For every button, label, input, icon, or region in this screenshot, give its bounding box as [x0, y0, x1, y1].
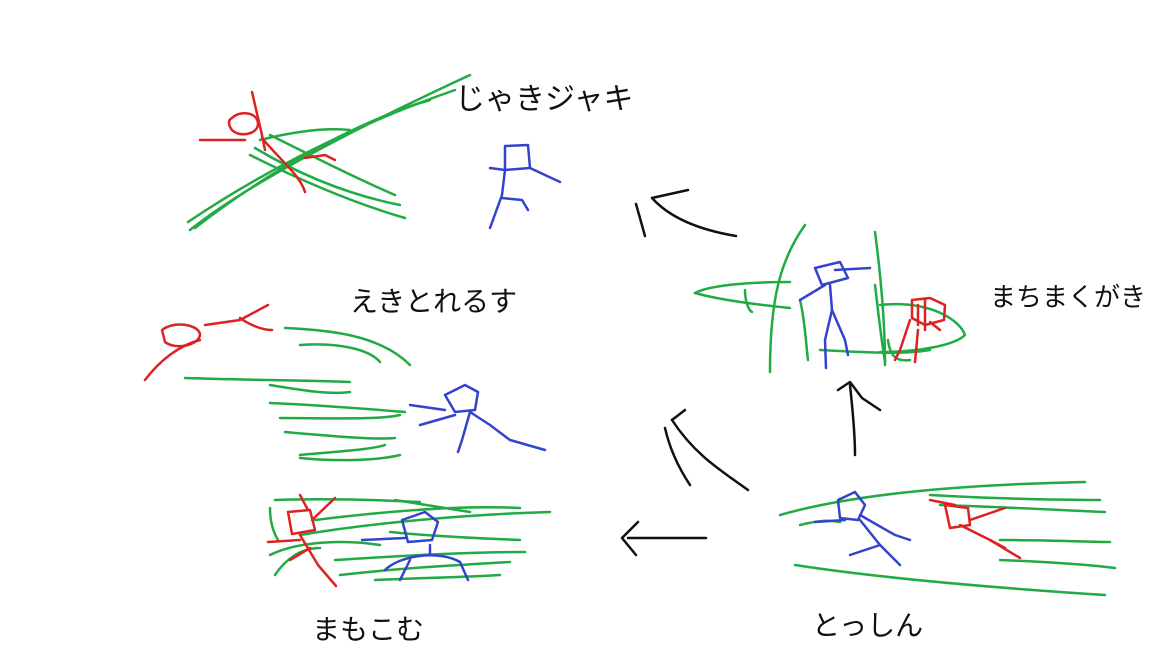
label-counter: まちまくがき	[990, 283, 1147, 313]
player-figure-buff	[360, 510, 470, 582]
opponent-figure-red	[198, 90, 337, 194]
arrow-down-left-icon	[634, 188, 738, 238]
scene-blast	[143, 303, 547, 462]
scene-dash	[778, 480, 1117, 597]
scene-counter	[693, 223, 967, 374]
player-figure-jump	[488, 143, 562, 230]
scene-slash-attack	[186, 73, 472, 232]
dash-effect-green	[778, 480, 1117, 597]
player-figure-dash	[813, 490, 912, 567]
opponent-figure-buff	[266, 493, 338, 588]
label-dash: とっしん	[812, 609, 924, 642]
label-jump: じゃきジャキ	[455, 82, 634, 117]
arrow-left-icon	[620, 520, 708, 557]
player-figure-counter	[798, 260, 872, 370]
buff-effect-green	[268, 497, 552, 582]
opponent-figure-blast	[143, 303, 274, 382]
label-buff: まもこむ	[312, 613, 425, 646]
blast-effect-green	[183, 326, 412, 462]
opponent-figure-dash	[928, 498, 1022, 560]
arrow-up-icon	[836, 380, 882, 457]
scene-buff	[266, 493, 552, 588]
slash-effect-green	[186, 73, 472, 232]
player-figure-blast	[408, 383, 547, 454]
label-blast: えきとれるす	[350, 285, 518, 318]
arrow-up-left-icon	[663, 408, 750, 492]
opponent-figure-counter	[893, 296, 947, 364]
